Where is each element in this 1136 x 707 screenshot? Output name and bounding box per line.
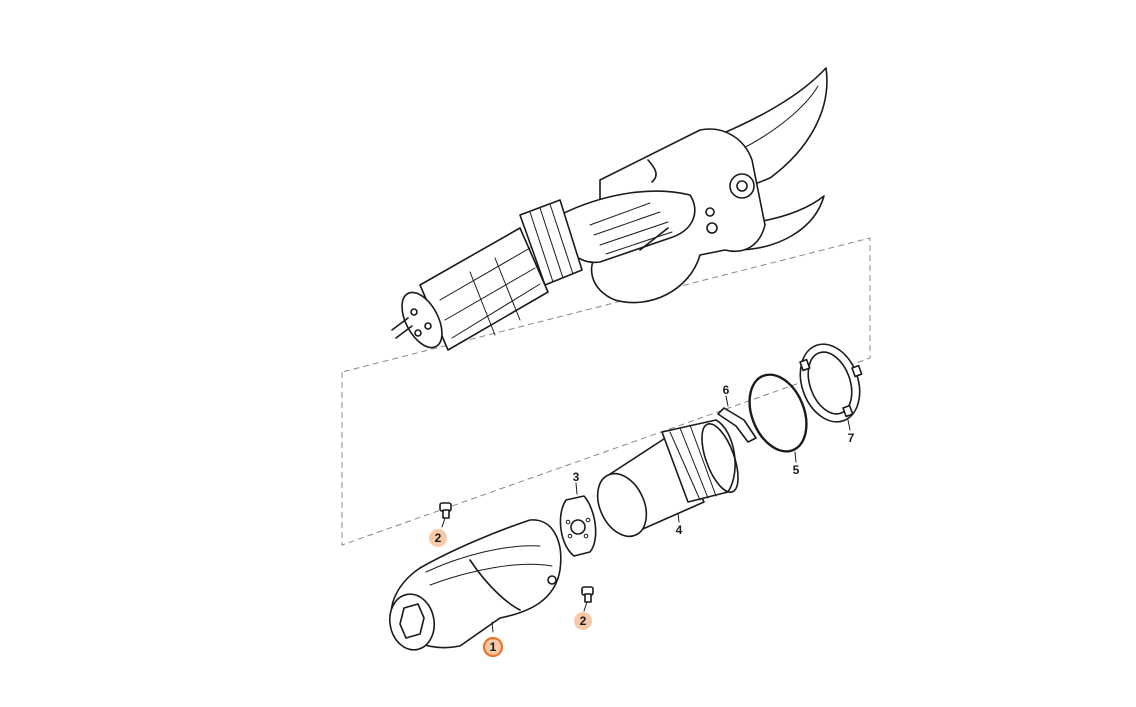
callout-1[interactable]: 1 <box>482 636 504 658</box>
callout-number: 1 <box>490 640 497 654</box>
callout-2a[interactable]: 2 <box>429 529 447 547</box>
callout-4: 4 <box>676 523 683 537</box>
callout-number: 5 <box>793 463 800 477</box>
pruning-shear-tool <box>391 67 828 351</box>
callout-5: 5 <box>793 463 800 477</box>
callout-number: 2 <box>580 614 587 628</box>
callout-6: 6 <box>723 383 730 397</box>
callout-7: 7 <box>848 431 855 445</box>
callout-badge[interactable] <box>574 612 592 630</box>
part-2-screw-lower <box>581 586 594 612</box>
callout-number: 6 <box>723 383 730 397</box>
callout-number: 2 <box>435 531 442 545</box>
callout-3: 3 <box>573 470 580 484</box>
callout-badge[interactable] <box>482 636 504 658</box>
part-7-retaining-ring <box>799 343 863 431</box>
callout-labels: 1 2 2 3 4 5 6 7 <box>429 383 855 658</box>
callout-2b[interactable]: 2 <box>574 612 592 630</box>
part-4-motor-housing <box>596 419 739 538</box>
callout-badge[interactable] <box>429 529 447 547</box>
part-3-contact-plate <box>559 482 597 557</box>
part-2-screw-upper <box>439 502 452 528</box>
part-5-o-ring <box>748 373 808 463</box>
part-1-handle-cover <box>388 519 562 651</box>
callout-number: 4 <box>676 523 683 537</box>
assembly-guide-dashed <box>341 237 871 546</box>
callout-number: 7 <box>848 431 855 445</box>
part-6-seal <box>717 395 757 443</box>
callout-number: 3 <box>573 470 580 484</box>
